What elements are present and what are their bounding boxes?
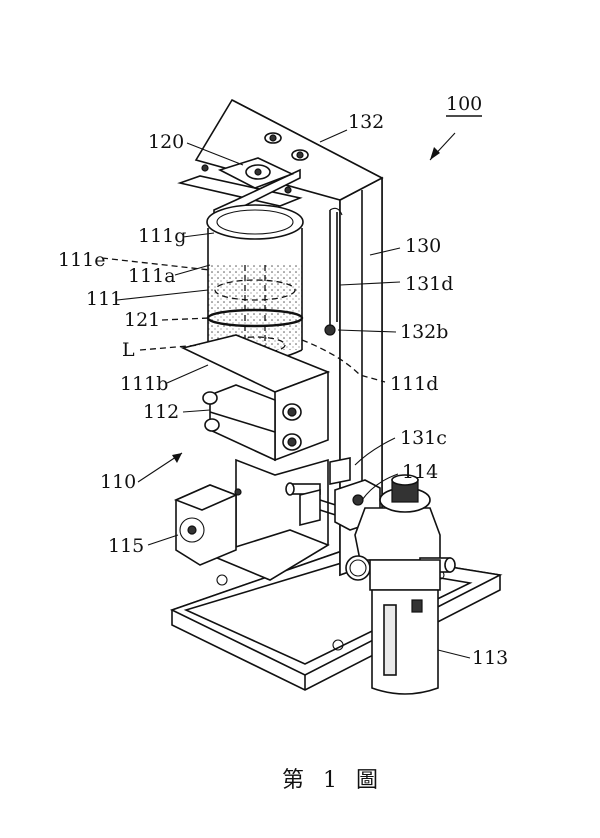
label-111g: 111g	[138, 225, 186, 247]
label-115: 115	[108, 535, 144, 557]
filter-regulator	[345, 474, 456, 695]
label-100: 100	[446, 93, 482, 115]
label-111e: 111e	[58, 249, 106, 271]
label-111: 111	[86, 288, 122, 310]
label-131d: 131d	[405, 273, 453, 295]
label-111a: 111a	[128, 265, 176, 287]
label-112: 112	[143, 401, 179, 423]
label-132: 132	[348, 111, 384, 133]
label-132b: 132b	[400, 321, 448, 343]
label-L: L	[122, 339, 135, 361]
label-110: 110	[100, 471, 136, 493]
label-130: 130	[405, 235, 441, 257]
oil-jar	[206, 204, 304, 362]
label-131c: 131c	[400, 427, 447, 449]
label-120: 120	[148, 131, 184, 153]
level-gauge	[324, 207, 343, 336]
label-114: 114	[402, 461, 438, 483]
label-111b: 111b	[120, 373, 168, 395]
top-bracket	[194, 98, 384, 201]
label-121: 121	[124, 309, 160, 331]
label-113: 113	[472, 647, 508, 669]
reference-labels: 100 132 120 111g 130 111e 111a 131d 111 …	[58, 93, 508, 669]
figure-caption: 第 1 圖	[282, 768, 384, 793]
leader-lines	[101, 129, 471, 659]
label-111d: 111d	[390, 373, 438, 395]
valve-block	[180, 334, 331, 462]
